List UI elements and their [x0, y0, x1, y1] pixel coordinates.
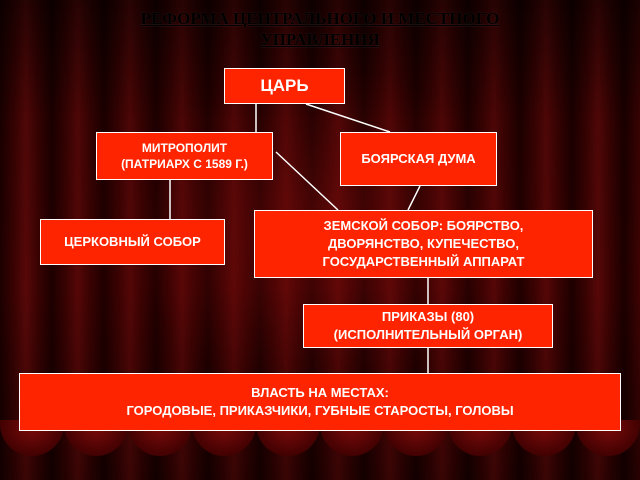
node-boyar-duma: БОЯРСКАЯ ДУМА [340, 132, 497, 186]
slide-title-line-1: РЕФОРМА ЦЕНТРАЛЬНОГО И МЕСТНОГО [140, 9, 500, 28]
node-zemsky-sobor: ЗЕМСКОЙ СОБОР: БОЯРСТВО, ДВОРЯНСТВО, КУП… [254, 210, 593, 278]
connector-metropolitan-zemsky-sobor [275, 151, 339, 211]
connector-tsar-duma [305, 103, 391, 133]
slide-title-line-2: УПРАВЛЕНИЯ [260, 30, 380, 49]
connector-duma-zemsky-sobor [407, 185, 421, 211]
node-local-power: ВЛАСТЬ НА МЕСТАХ: ГОРОДОВЫЕ, ПРИКАЗЧИКИ,… [19, 373, 621, 431]
node-prikazy: ПРИКАЗЫ (80) (ИСПОЛНИТЕЛЬНЫЙ ОРГАН) [303, 304, 553, 348]
node-tsar: ЦАРЬ [224, 68, 345, 104]
node-church-council: ЦЕРКОВНЫЙ СОБОР [40, 219, 225, 265]
node-metropolitan: МИТРОПОЛИТ (ПАТРИАРХ С 1589 Г.) [96, 132, 273, 180]
